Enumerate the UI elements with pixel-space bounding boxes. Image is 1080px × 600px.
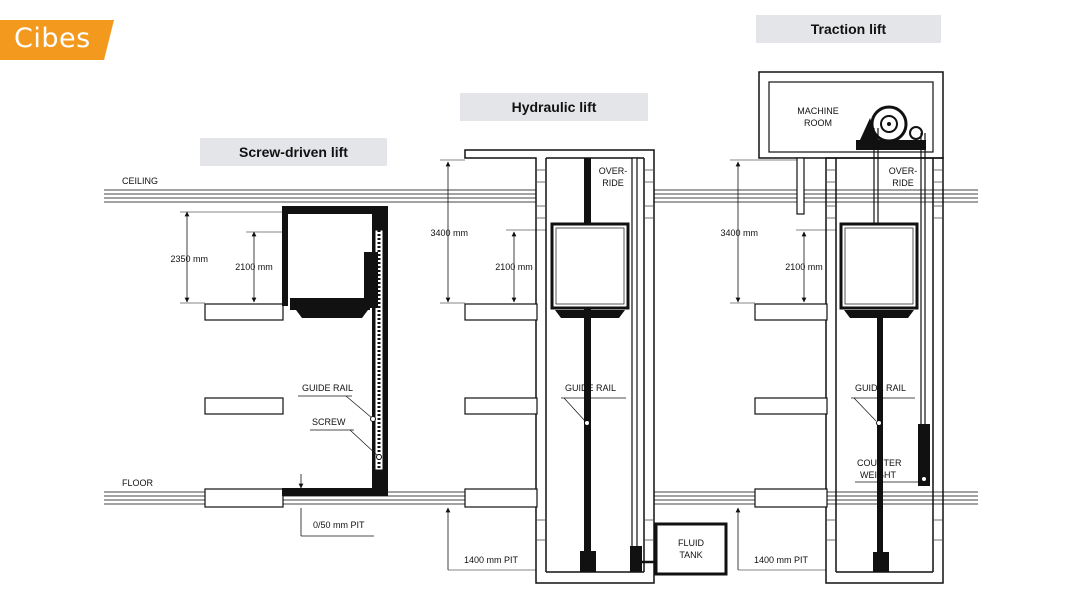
- hyd-car: [550, 222, 630, 310]
- hydraulic-lift: OVER- RIDE 3400 mm 2100 mm GUIDE RAIL FL…: [430, 149, 728, 584]
- hyd-guide-rail-label: GUIDE RAIL: [565, 383, 616, 393]
- hyd-pit-label: 1400 mm PIT: [464, 555, 519, 565]
- hyd-door-label: 2100 mm: [495, 262, 533, 272]
- hyd-fluid-label-1: FLUID: [678, 538, 705, 548]
- hyd-fluid-tank: [654, 522, 728, 576]
- tr-counterweight: [918, 424, 930, 486]
- tr-counter-label-2: WEIGHT: [860, 470, 896, 480]
- tr-counter-label-1: COUNTER: [857, 458, 902, 468]
- screw-guide-rail-label: GUIDE RAIL: [302, 383, 353, 393]
- hyd-override-label-1: OVER-: [599, 166, 628, 176]
- hyd-override-label-2: RIDE: [602, 178, 624, 188]
- tr-door-label: 2100 mm: [785, 262, 823, 272]
- screw-door-label: 2100 mm: [235, 262, 273, 272]
- tr-override-label-1: OVER-: [889, 166, 918, 176]
- screw-pit-label: 0/50 mm PIT: [313, 520, 365, 530]
- tr-guide-rail-label: GUIDE RAIL: [855, 383, 906, 393]
- tr-height-label: 3400 mm: [720, 228, 758, 238]
- brand-logo: Cibes: [14, 23, 91, 54]
- screw-label: SCREW: [312, 417, 346, 427]
- screw-rod: [374, 229, 384, 471]
- hyd-shaft-outer: [464, 149, 655, 584]
- hyd-fluid-label-2: TANK: [679, 550, 702, 560]
- screw-slab-upper: [204, 303, 284, 321]
- screw-slab-middle: [204, 397, 284, 415]
- hyd-piston: [630, 546, 642, 572]
- hydraulic-lift-title: Hydraulic lift: [460, 93, 648, 121]
- screw-slab-floor: [204, 488, 284, 508]
- screw-car-platform: [290, 298, 370, 310]
- screw-lift: 2350 mm 2100 mm GUIDE RAIL SCREW 0/50 mm…: [170, 206, 388, 537]
- logo-badge: [0, 20, 114, 60]
- tr-guide-rail: [877, 318, 883, 572]
- tr-sheave: [856, 105, 926, 150]
- tr-machine-label-2: ROOM: [804, 118, 832, 128]
- tr-pit-label: 1400 mm PIT: [754, 555, 809, 565]
- screw-height-label: 2350 mm: [170, 254, 208, 264]
- traction-lift-title: Traction lift: [756, 15, 941, 43]
- floor-label: FLOOR: [122, 478, 154, 488]
- ceiling-label: CEILING: [122, 176, 158, 186]
- screw-lift-title: Screw-driven lift: [200, 138, 387, 166]
- traction-lift: MACHINE ROOM: [720, 71, 944, 584]
- hyd-guide-rail: [584, 158, 591, 572]
- tr-override-label-2: RIDE: [892, 178, 914, 188]
- tr-car: [839, 222, 919, 310]
- hyd-height-label: 3400 mm: [430, 228, 468, 238]
- tr-machine-label-1: MACHINE: [797, 106, 839, 116]
